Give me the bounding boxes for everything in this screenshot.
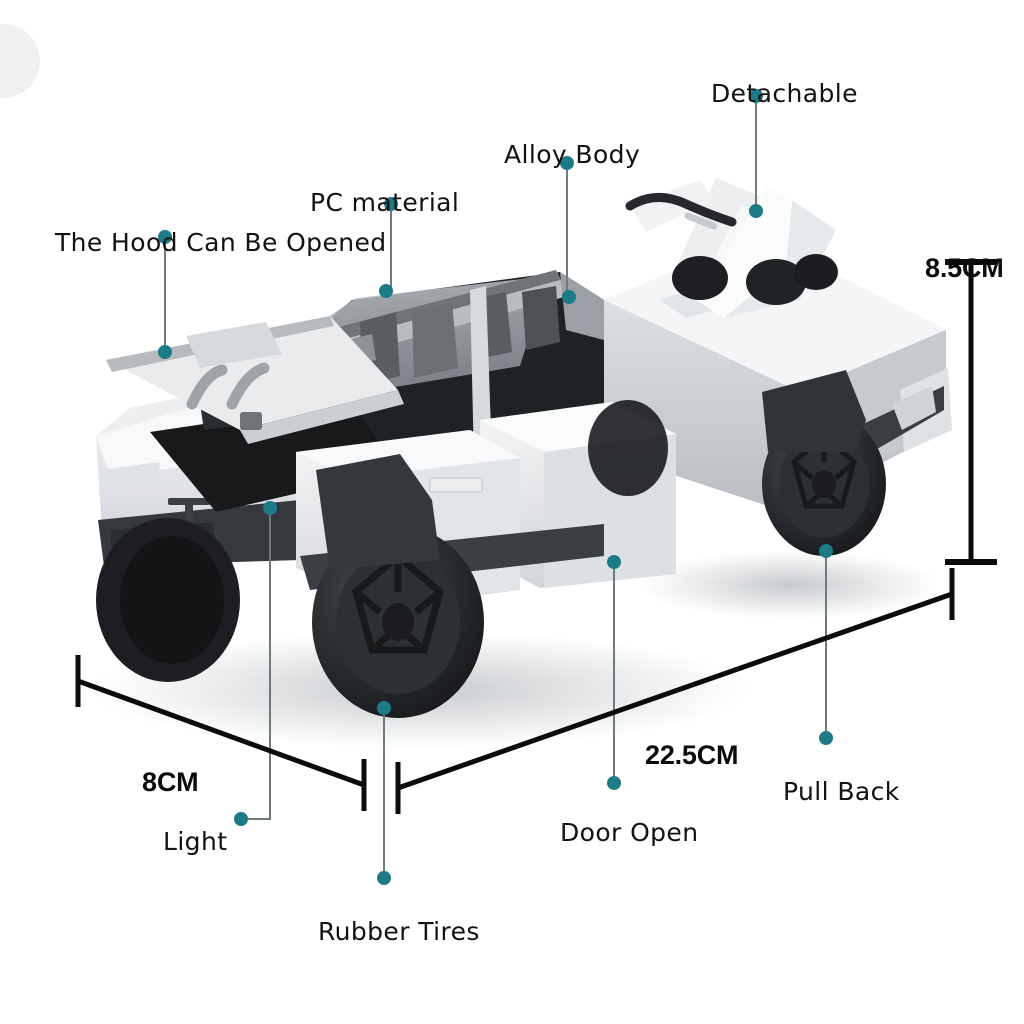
callout-dot-anchor xyxy=(158,230,172,244)
leader-line xyxy=(241,508,271,820)
callout-dot-label xyxy=(819,731,833,745)
callout-hood xyxy=(158,230,172,359)
dimension-height xyxy=(945,259,997,565)
callout-label-light: Light xyxy=(163,827,228,856)
dimension-length xyxy=(395,568,955,814)
callout-light xyxy=(234,501,277,826)
callout-detachable xyxy=(749,89,763,218)
rear-fender xyxy=(762,370,866,452)
callout-dot-anchor xyxy=(263,501,277,515)
callout-label-hood: The Hood Can Be Opened xyxy=(55,228,387,257)
dimension-shaft xyxy=(397,591,953,791)
wheel-front-left xyxy=(96,518,240,682)
callout-dot-anchor xyxy=(749,89,763,103)
callout-dot-label xyxy=(234,812,248,826)
callout-label-door: Door Open xyxy=(560,818,699,847)
front-fender xyxy=(316,454,440,570)
callout-dot-label xyxy=(158,345,172,359)
callout-dot-label xyxy=(607,776,621,790)
callout-tires xyxy=(377,701,391,885)
dimension-label-length: 22.5CM xyxy=(645,740,739,770)
callout-dot-label xyxy=(749,204,763,218)
callout-dot-label xyxy=(379,284,393,298)
dimension-label-height: 8.5CM xyxy=(925,253,1004,283)
callout-dot-anchor xyxy=(377,701,391,715)
callout-label-pullback: Pull Back xyxy=(783,777,900,806)
wheel-front-right xyxy=(312,526,484,718)
wheel-rear-left xyxy=(588,400,668,496)
callout-dot-anchor xyxy=(607,555,621,569)
callout-dot-anchor xyxy=(560,156,574,170)
callout-label-tires: Rubber Tires xyxy=(318,917,480,946)
callout-pullback xyxy=(819,544,833,745)
callout-label-alloy: Alloy Body xyxy=(504,140,641,169)
callout-dot-label xyxy=(562,290,576,304)
callout-door xyxy=(607,555,621,790)
callout-dot-anchor xyxy=(384,197,398,211)
cyberquad-atv xyxy=(625,178,838,318)
dimension-label-width: 8CM xyxy=(142,767,199,797)
callout-alloy xyxy=(560,156,576,304)
callout-pc xyxy=(379,197,398,298)
callout-label-detachable: Detachable xyxy=(711,79,858,108)
callout-label-pc: PC material xyxy=(310,188,460,217)
dimension-shaft xyxy=(77,678,365,788)
dimension-width xyxy=(75,655,367,811)
callout-dot-anchor xyxy=(819,544,833,558)
callout-dot-label xyxy=(377,871,391,885)
